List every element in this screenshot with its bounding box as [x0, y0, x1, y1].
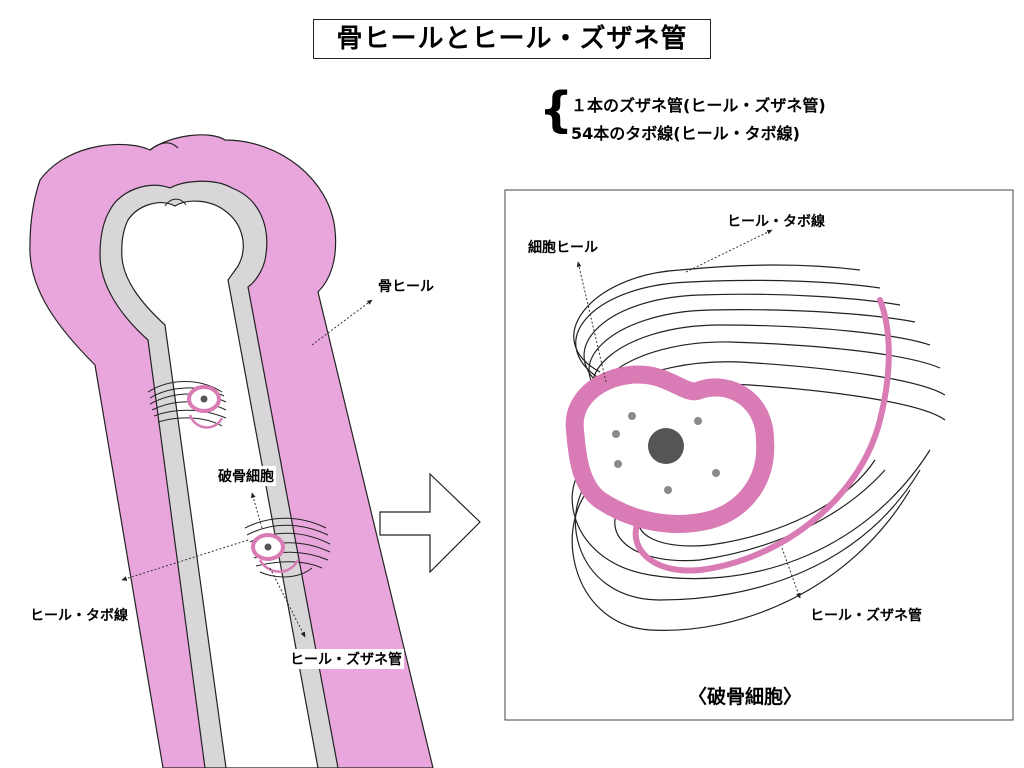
pointer-lines-left	[121, 299, 373, 638]
bone-shape	[29, 134, 434, 768]
label-bone-heel: 骨ヒール	[378, 279, 434, 295]
panel-caption: 〈破骨細胞〉	[688, 686, 803, 708]
nucleus	[648, 428, 684, 464]
summary-line-zuzane: １本のズザネ管(ヒール・ズザネ管)	[571, 96, 826, 115]
osteoclast-lower	[244, 517, 331, 578]
label-heel-zuzane-left: ヒール・ズザネ管	[288, 649, 404, 669]
label-osteoclast: 破骨細胞	[216, 466, 276, 486]
pointer-lines-right	[576, 229, 801, 599]
label-heel-tabo-left: ヒール・タボ線	[28, 605, 130, 625]
label-cell-heel: 細胞ヒール	[528, 240, 598, 256]
diagram-title: 骨ヒールとヒール・ズザネ管	[313, 19, 711, 59]
summary-line-tabo: 54本のタボ線(ヒール・タボ線)	[571, 124, 800, 143]
big-arrow-icon	[379, 472, 481, 574]
label-heel-zuzane-right: ヒール・ズザネ管	[810, 608, 922, 624]
curly-brace-icon: {	[539, 82, 574, 138]
zuzane-tube	[632, 297, 892, 574]
osteoclast-upper	[147, 381, 227, 429]
label-heel-tabo-right: ヒール・タボ線	[727, 214, 825, 230]
large-osteoclast-cell	[565, 365, 775, 533]
